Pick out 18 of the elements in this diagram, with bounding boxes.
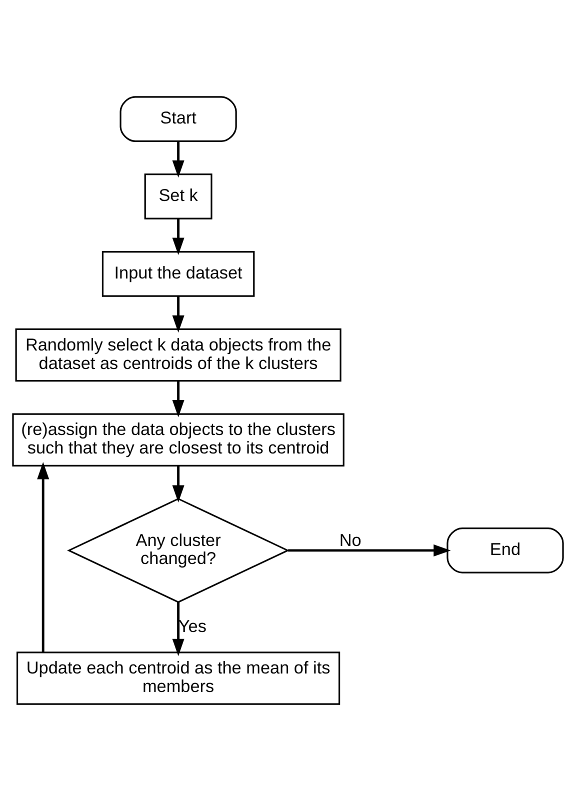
edge-label: Yes	[178, 616, 206, 636]
arrow	[172, 602, 184, 656]
arrow	[172, 218, 184, 256]
arrow	[288, 544, 451, 556]
node-box: Randomly select k data objects from the dataset as centroids of the k clusters	[15, 328, 342, 382]
node-box: Start	[120, 96, 237, 142]
node-box: Input the dataset	[102, 250, 255, 297]
node-box: Set k	[144, 174, 212, 220]
node-box: Update each centroid as the mean of its members	[16, 652, 340, 705]
arrow	[37, 462, 50, 652]
node-diamond: Any cluster changed?	[67, 498, 290, 603]
node-box: (re)assign the data objects to the clusters such that they are closest to its centroid	[12, 413, 344, 466]
node-box: End	[446, 528, 564, 574]
arrow	[172, 141, 184, 178]
arrow	[172, 466, 184, 503]
edge-label: No	[339, 530, 362, 550]
arrow	[172, 380, 184, 418]
arrow	[172, 296, 184, 333]
